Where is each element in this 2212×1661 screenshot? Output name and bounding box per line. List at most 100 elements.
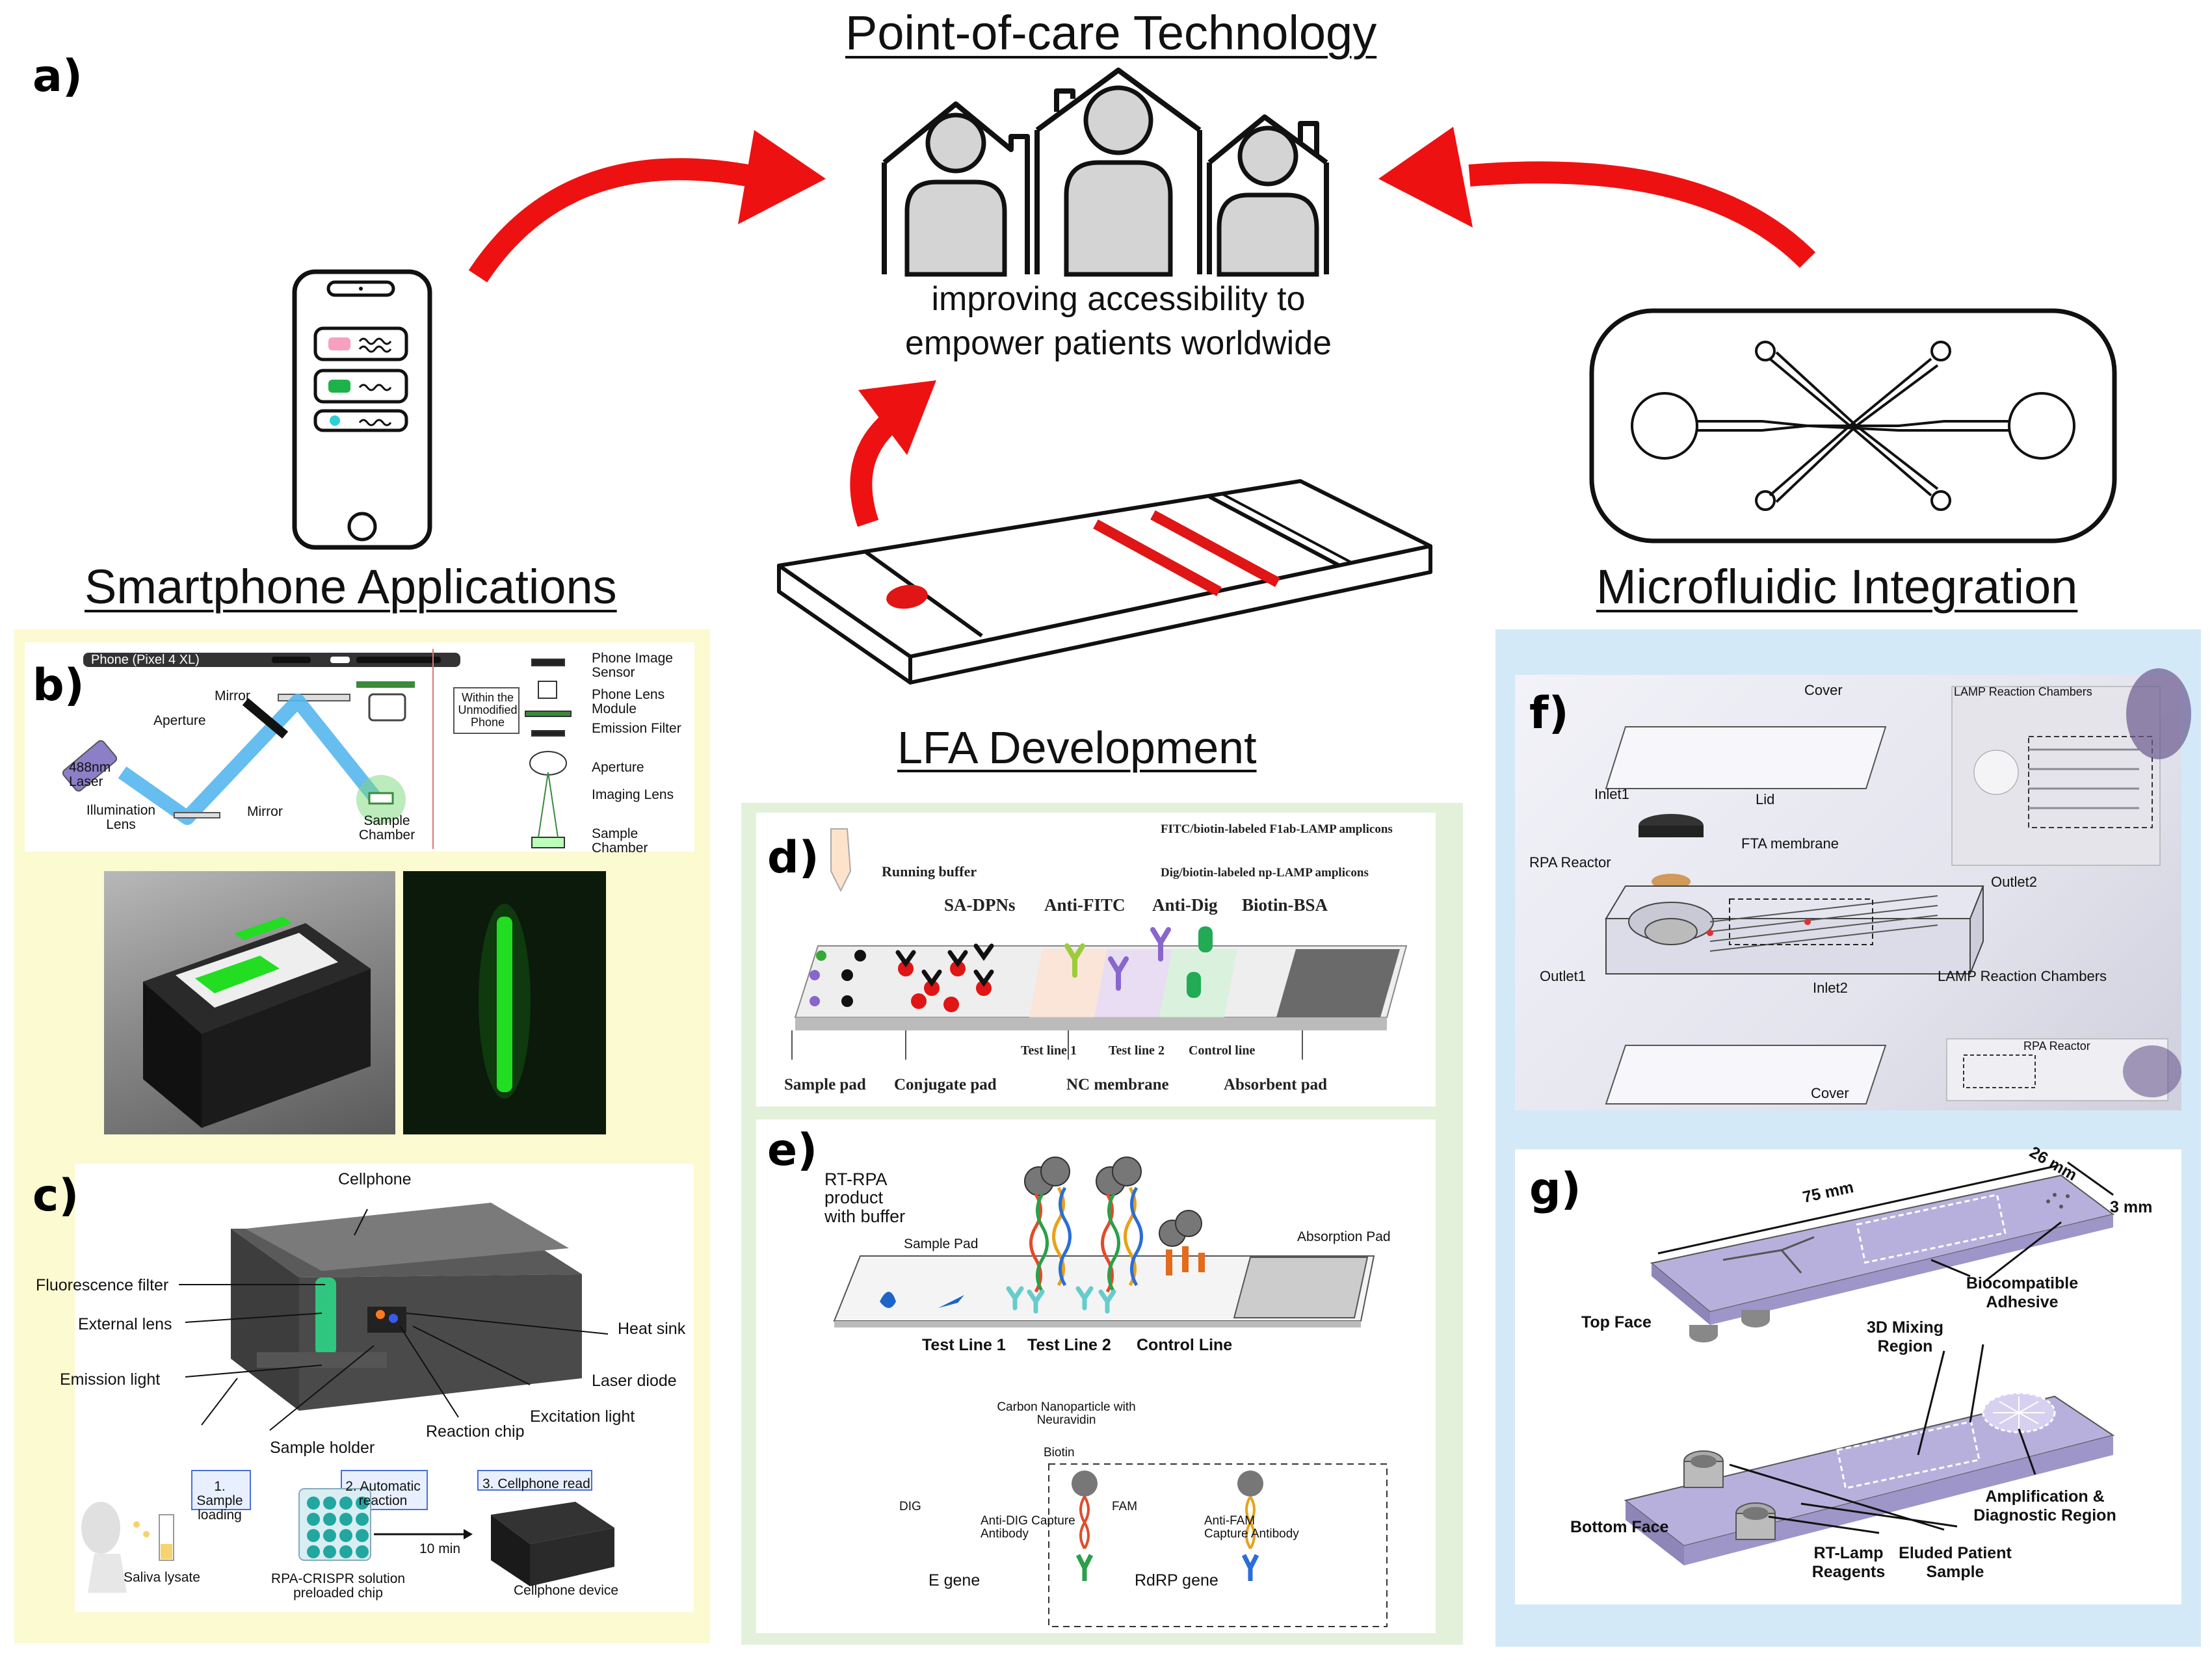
stack-label-2: Emission Filter (592, 721, 681, 736)
saliva-label: Saliva lysate (124, 1570, 200, 1585)
rt-rpa-label: RT-RPA product with buffer (824, 1170, 906, 1226)
dig-label: DIG (899, 1500, 921, 1513)
stack-label-5: Sample Chamber (592, 826, 648, 856)
excitation-light-label: Excitation light (530, 1407, 635, 1426)
aperture-label: Aperture (153, 713, 206, 728)
panel-d-label: d) (767, 832, 819, 883)
panel-d-strip (791, 828, 1408, 1060)
phone-model-label: Phone (Pixel 4 XL) (91, 653, 200, 667)
panel-b-optics (62, 649, 572, 849)
rdrp-gene-label: RdRP gene (1135, 1571, 1218, 1589)
smartphone-icon (292, 269, 432, 550)
bottom-face-label: Bottom Face (1570, 1518, 1669, 1536)
sample-pad-e-label: Sample Pad (904, 1236, 979, 1251)
sample-holder-label: Sample holder (270, 1439, 375, 1457)
inset-rpa-label: RPA Reactor (2023, 1040, 2090, 1053)
within-phone-label: Within the Unmodified Phone (458, 691, 518, 729)
lfa-development-title: LFA Development (897, 722, 1257, 773)
rpa-chip-label: RPA-CRISPR solution preloaded chip (270, 1571, 406, 1601)
lateral-flow-strip-icon (777, 479, 1432, 685)
device-photo (104, 871, 395, 1134)
cover-bottom-label: Cover (1811, 1085, 1849, 1101)
panel-f-label: f) (1529, 688, 1569, 739)
e-gene-label: E gene (928, 1571, 981, 1589)
emission-light-label: Emission light (60, 1370, 161, 1389)
sample-pad-d-label: Sample pad (784, 1076, 866, 1093)
red-arrows (468, 127, 1816, 527)
test-line-1-e-label: Test Line 1 (922, 1336, 1006, 1354)
panel-g-chip (1624, 1161, 2115, 1565)
anti-fitc-label: Anti-FITC (1044, 895, 1126, 915)
tagline-line-1: improving accessibility to (931, 280, 1306, 318)
control-line-d-label: Control line (1189, 1043, 1256, 1058)
panel-g-label: g) (1529, 1164, 1581, 1215)
step1-label: 1. Sample loading (196, 1479, 243, 1523)
panel-a-label: a) (33, 51, 83, 102)
house-person-icon (882, 68, 1329, 277)
outlet1-label: Outlet1 (1540, 968, 1586, 984)
panel-e-label: e) (767, 1125, 818, 1176)
fta-membrane-label: FTA membrane (1741, 835, 1839, 852)
conjugate-pad-label: Conjugate pad (894, 1076, 997, 1093)
laser-diode-label: Laser diode (592, 1372, 677, 1390)
dim-3-label: 3 mm (2110, 1198, 2153, 1216)
legend-dig-label: Dig/biotin-labeled np-LAMP amplicons (1161, 866, 1369, 880)
stack-label-1: Phone Lens Module (592, 687, 665, 717)
anti-fam-capture-label: Anti-FAM Capture Antibody (1204, 1514, 1299, 1541)
point-of-care-title: Point-of-care Technology (845, 6, 1377, 60)
absorbent-pad-label: Absorbent pad (1224, 1076, 1328, 1093)
inset-lamp-label: LAMP Reaction Chambers (1954, 685, 2092, 698)
stack-label-0: Phone Image Sensor (592, 651, 673, 681)
laser-label: 488nm Laser (69, 760, 111, 790)
lid-label: Lid (1756, 791, 1775, 807)
cover-top-label: Cover (1804, 682, 1843, 698)
inlet1-label: Inlet1 (1594, 786, 1629, 802)
control-line-e-label: Control Line (1137, 1336, 1233, 1354)
illumination-lens-label: Illumination Lens (86, 803, 156, 833)
anti-dig-capture-label: Anti-DIG Capture Antibody (981, 1514, 1075, 1541)
rpa-reactor-label: RPA Reactor (1529, 854, 1611, 870)
panel-e-strip (833, 1157, 1388, 1627)
mirror-bottom-label: Mirror (247, 804, 283, 819)
biotin-bsa-label: Biotin-BSA (1242, 895, 1328, 915)
anti-dig-label: Anti-Dig (1152, 895, 1218, 915)
biotin-label: Biotin (1044, 1446, 1075, 1459)
smartphone-applications-title: Smartphone Applications (85, 560, 617, 614)
panel-f-chip (1605, 668, 2191, 1105)
rt-lamp-label: RT-Lamp Reagents (1811, 1544, 1886, 1581)
microfluidic-chip-icon (1589, 308, 2117, 543)
panel-b-label: b) (33, 660, 85, 711)
sa-dpns-label: SA-DPNs (944, 895, 1016, 915)
legend-fitc-label: FITC/biotin-labeled F1ab-LAMP amplicons (1161, 822, 1393, 836)
heat-sink-label: Heat sink (618, 1320, 686, 1338)
nc-membrane-label: NC membrane (1066, 1076, 1169, 1093)
panel-c-label: c) (33, 1170, 79, 1222)
panel-e-diagram (756, 1119, 1436, 1633)
top-face-label: Top Face (1581, 1313, 1652, 1331)
sample-chamber-label: Sample Chamber (358, 813, 415, 843)
carbon-nanoparticle-label: Carbon Nanoparticle with Neuravidin (997, 1400, 1136, 1427)
mixing-region-label: 3D Mixing Region (1866, 1318, 1944, 1355)
lamp-chambers-label: LAMP Reaction Chambers (1938, 968, 2107, 984)
fam-label: FAM (1112, 1500, 1138, 1513)
external-lens-label: External lens (78, 1315, 172, 1333)
step2-label: 2. Automatic reaction (345, 1479, 421, 1509)
time-label: 10 min (419, 1541, 461, 1556)
eluded-sample-label: Eluded Patient Sample (1899, 1544, 2012, 1581)
microfluidic-integration-title: Microfluidic Integration (1596, 560, 2078, 614)
stack-label-3: Aperture (592, 760, 644, 775)
stack-label-4: Imaging Lens (592, 787, 674, 802)
biocompatible-label: Biocompatible Adhesive (1966, 1274, 2079, 1311)
cellphone-device-label: Cellphone device (514, 1583, 619, 1598)
reaction-chip-label: Reaction chip (426, 1422, 525, 1441)
cellphone-label: Cellphone (338, 1170, 412, 1188)
mirror-top-label: Mirror (215, 688, 250, 703)
test-line-2-e-label: Test Line 2 (1027, 1336, 1111, 1354)
absorption-pad-label: Absorption Pad (1297, 1229, 1391, 1244)
running-buffer-label: Running buffer (882, 863, 977, 880)
fluorescence-photo (403, 871, 606, 1134)
panel-c-device (81, 1203, 614, 1593)
fluorescence-filter-label: Fluorescence filter (36, 1276, 169, 1294)
tagline-line-2: empower patients worldwide (904, 324, 1332, 362)
inlet2-label: Inlet2 (1813, 980, 1848, 996)
